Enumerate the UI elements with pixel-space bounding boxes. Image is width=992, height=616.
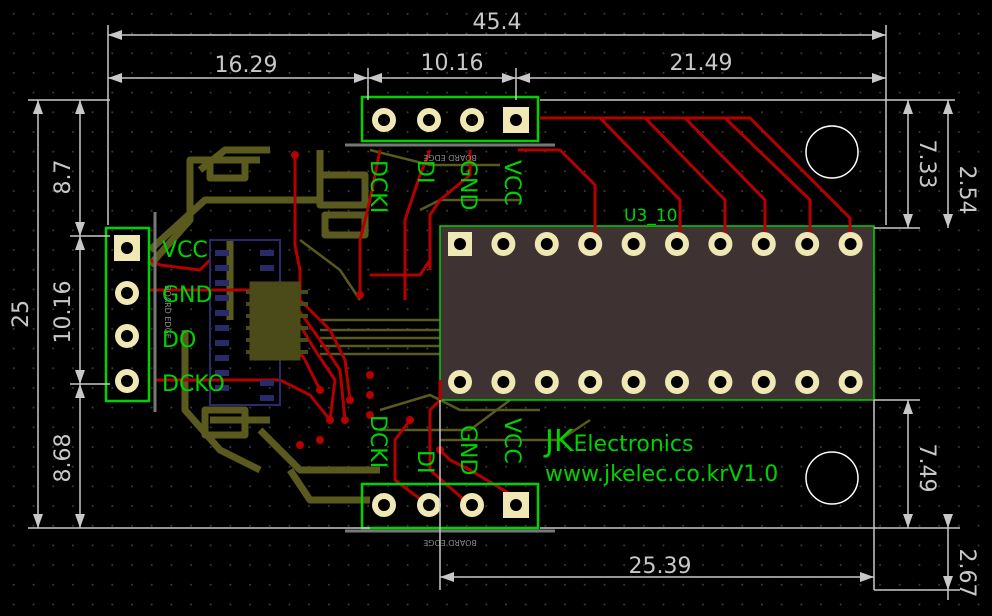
socket-pad-hole	[844, 238, 857, 250]
socket-pad-hole	[757, 238, 770, 250]
dim-right-bottom-a: 7.49	[914, 444, 939, 493]
socket-pad-hole	[454, 376, 466, 388]
dim-left-header-pitch: 10.16	[51, 281, 76, 344]
dim-left-top: 8.7	[51, 160, 76, 195]
board-edge-top: BOARD EDGE	[423, 153, 477, 162]
bottom-pin-gnd: GND	[455, 425, 480, 475]
socket-pad-hole	[540, 238, 553, 250]
socket-pad-hole	[671, 238, 683, 250]
socket-pad-hole	[584, 376, 597, 388]
top-pin-di: DI	[412, 160, 437, 183]
dim-left-offset: 16.29	[215, 53, 278, 78]
bottom-copper-traces	[147, 146, 380, 504]
top-pin-dcki: DCKI	[365, 160, 390, 213]
socket-pad-hole	[497, 238, 510, 250]
ic-footprints	[209, 239, 308, 406]
board-edge-lines	[153, 143, 555, 533]
brand-electronics: Electronics	[574, 432, 694, 457]
socket-pad-hole	[627, 238, 640, 250]
dim-top-header-pitch: 10.16	[421, 51, 484, 76]
mounting-hole-bottom	[805, 451, 859, 505]
socket-pad-hole	[671, 376, 683, 388]
bottom-pin-vcc: VCC	[499, 418, 524, 464]
top-header-outline	[360, 95, 540, 143]
socket-pad-hole	[801, 376, 814, 388]
socket-pad-hole	[627, 376, 640, 388]
dim-right-top-a: 7.33	[914, 140, 939, 189]
header-holes	[121, 114, 522, 511]
socket-pad-hole	[757, 376, 770, 388]
socket-pad-hole	[497, 376, 510, 388]
dim-left-bottom: 8.68	[51, 434, 76, 483]
brand-jk: JK	[543, 424, 575, 459]
dimension-lines	[28, 25, 960, 600]
socket-name-label: U3_10	[624, 206, 677, 226]
board-edge-left: BOARD EDGE	[163, 285, 172, 339]
socket-pad-hole	[454, 238, 466, 250]
socket-pad-hole	[801, 238, 814, 250]
bottom-pin-dcki: DCKI	[365, 415, 390, 468]
board-edge-bottom: BOARD EDGE	[423, 538, 477, 547]
mounting-hole-top	[805, 125, 859, 179]
socket-pad-hole	[844, 376, 857, 388]
dim-board-height: 25	[9, 300, 34, 328]
dim-socket-width: 25.39	[629, 554, 692, 579]
dim-right-offset: 21.49	[670, 51, 733, 76]
socket-body	[439, 225, 875, 401]
socket-pad-hole	[714, 238, 727, 250]
left-pin-vcc: VCC	[162, 238, 208, 263]
top-pin-vcc: VCC	[499, 160, 524, 206]
left-pin-dcko: DCKO	[162, 372, 225, 397]
left-pin-do: DO	[162, 328, 196, 353]
dimension-arrows	[33, 30, 953, 590]
socket-pad-hole	[714, 376, 727, 388]
brand-logo: JKElectronics	[543, 424, 693, 459]
left-header-outline	[104, 226, 151, 403]
top-pin-gnd: GND	[455, 160, 480, 210]
socket-pads	[448, 232, 863, 394]
dim-right-bottom-b: 2.67	[954, 549, 979, 598]
dim-overall-width: 45.4	[473, 10, 522, 35]
bottom-pin-di: DI	[412, 450, 437, 473]
socket-pad-hole	[584, 238, 597, 250]
bottom-header-outline	[360, 482, 540, 530]
website-label: www.jkelec.co.krV1.0	[545, 462, 778, 487]
left-pin-gnd: GND	[162, 283, 212, 308]
socket-pad-hole	[540, 376, 553, 388]
dim-right-top-b: 2.54	[954, 166, 979, 215]
